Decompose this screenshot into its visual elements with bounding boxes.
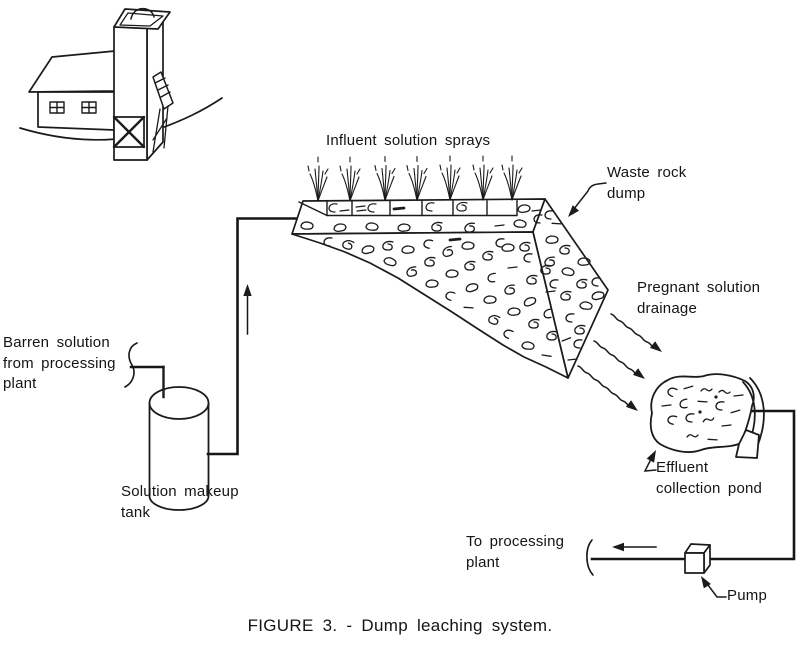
label-effluent-collection-pond: Effluent collection pond: [656, 459, 763, 497]
tank-outlet-pipe: [206, 217, 298, 456]
house-roof: [28, 50, 116, 93]
label-to-processing-plant: To processing plant: [466, 533, 565, 571]
solution-pipes-drawing: [124, 217, 298, 456]
figure-caption: FIGURE 3. - Dump leaching system.: [247, 616, 553, 635]
barren-bracket: [124, 342, 138, 388]
pump-leader: [696, 573, 727, 598]
tank-top: [148, 386, 210, 420]
house-window: [49, 101, 65, 114]
label-pregnant-solution-drainage: Pregnant solution drainage: [637, 279, 761, 317]
label-barren-solution: Barren solution from processing plant: [3, 334, 116, 393]
to-processing-bracket: [586, 539, 594, 576]
pump-drawing: [684, 543, 711, 574]
effluent-pond-leader: [643, 447, 661, 472]
weir-foot: [735, 429, 760, 459]
headframe-dome: [130, 7, 155, 20]
sprinkler-boxes: [298, 199, 518, 217]
label-pump: Pump: [727, 587, 767, 604]
ore-chute: [152, 71, 174, 153]
dump-top-face: [291, 198, 546, 235]
weir-outer: [749, 377, 765, 448]
tank-bottom: [148, 495, 210, 511]
label-influent-solution-sprays: Influent solution sprays: [326, 132, 491, 149]
effluent-pond-drawing: [649, 373, 765, 459]
tank-body: [148, 402, 210, 497]
influent-sprays-drawing: [307, 155, 523, 202]
mine-plant-illustration: [19, 7, 223, 161]
label-solution-makeup-tank: Solution makeup tank: [121, 483, 239, 521]
headframe-top-rim-inner: [119, 12, 164, 27]
waste-rock-dump-drawing: [291, 155, 609, 379]
pond-outline: [649, 373, 755, 453]
house-window: [81, 101, 97, 114]
dump-front-face: [291, 231, 569, 379]
flow-left-arrow: [611, 542, 657, 552]
drainage-arrows-drawing: [577, 313, 666, 416]
waste-rock-leader: [564, 182, 607, 221]
cross-brace-panel: [112, 115, 146, 149]
flow-up-arrow: [242, 283, 253, 335]
label-waste-rock-dump: Waste rock dump: [607, 164, 687, 202]
leader-lines: [564, 182, 727, 598]
solution-makeup-tank-drawing: [148, 365, 210, 511]
